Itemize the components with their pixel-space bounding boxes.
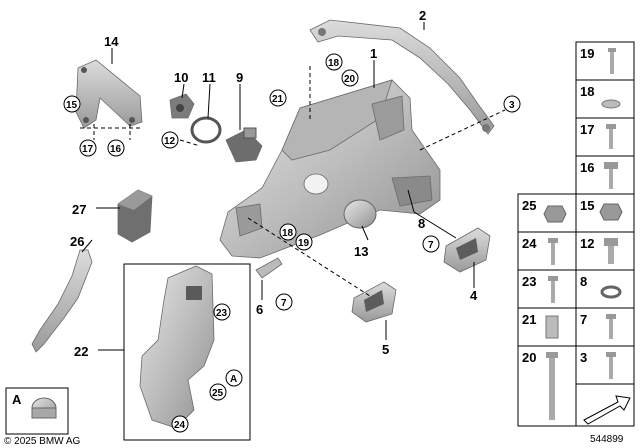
fastener-cell-18: 18	[575, 79, 635, 119]
support-arm-part	[31, 249, 93, 353]
fastener-cell-17: 17	[575, 117, 635, 157]
svg-text:25: 25	[522, 198, 536, 213]
callout-18-bottom: 18	[282, 228, 294, 239]
fastener-cell-12: 12	[575, 231, 635, 271]
copyright-text: © 2025 BMW AG	[4, 436, 81, 447]
callout-2: 2	[419, 8, 426, 23]
switch-part	[225, 127, 263, 163]
cap-part	[343, 199, 377, 229]
slide-block-5-part	[351, 281, 397, 323]
svg-text:23: 23	[522, 274, 536, 289]
fastener-cell-19: 19	[575, 41, 635, 81]
callout-15: 15	[66, 100, 78, 111]
svg-text:7: 7	[580, 312, 587, 327]
callout-26: 26	[70, 234, 84, 249]
legend-a-label: A	[12, 392, 22, 407]
legend-a-box: A	[5, 387, 69, 435]
svg-text:20: 20	[522, 350, 536, 365]
grab-handle-part	[309, 19, 495, 135]
clip-part	[255, 257, 283, 279]
callout-6: 6	[256, 302, 263, 317]
sensor-part	[169, 93, 195, 119]
leader-lines	[80, 22, 506, 351]
callout-22: 22	[74, 344, 88, 359]
slide-block-4-part	[443, 227, 491, 273]
callout-8: 8	[418, 216, 425, 231]
callout-19: 19	[298, 238, 310, 249]
fastener-cell-24: 24	[517, 231, 577, 271]
fastener-cell-7: 7	[575, 307, 635, 347]
callout-16: 16	[110, 144, 122, 155]
callouts: 1 2 3 4 5 6 7 8 7 9 10 11 12 13 14 15 16…	[63, 8, 521, 433]
svg-text:17: 17	[580, 122, 594, 137]
diagram-number: 544899	[590, 434, 624, 445]
svg-text:12: 12	[580, 236, 594, 251]
svg-text:21: 21	[522, 312, 536, 327]
svg-text:15: 15	[580, 198, 594, 213]
fastener-cell-3: 3	[575, 345, 635, 385]
callout-10: 10	[174, 70, 188, 85]
callout-1: 1	[370, 46, 377, 61]
callout-3: 3	[509, 100, 515, 111]
callout-13: 13	[354, 244, 368, 259]
callout-a: A	[230, 374, 237, 385]
callout-12: 12	[164, 136, 176, 147]
fastener-cell-21: 21	[517, 307, 577, 347]
svg-text:24: 24	[522, 236, 537, 251]
callout-14: 14	[104, 34, 119, 49]
svg-text:18: 18	[580, 84, 594, 99]
svg-text:8: 8	[580, 274, 587, 289]
callout-25: 25	[212, 388, 224, 399]
svg-text:19: 19	[580, 46, 594, 61]
fastener-grid: 19 18 17 16 15 12 8	[517, 41, 635, 427]
callout-23: 23	[216, 308, 228, 319]
callout-17: 17	[82, 144, 94, 155]
callout-11: 11	[202, 70, 216, 85]
fastener-cell-20: 20	[517, 345, 577, 427]
callout-9: 9	[236, 70, 243, 85]
fastener-cell-23: 23	[517, 269, 577, 309]
callout-18-top: 18	[328, 58, 340, 69]
fastener-cell-25: 25	[517, 193, 577, 233]
callout-24: 24	[174, 420, 186, 431]
callout-7-slide: 7	[428, 240, 434, 251]
fastener-cell-15: 15	[575, 193, 635, 233]
fastener-cell-arrow	[575, 383, 635, 427]
trim-panel-box	[123, 263, 251, 441]
rubber-block-part	[117, 189, 153, 243]
fastener-cell-8: 8	[575, 269, 635, 309]
callout-27: 27	[72, 202, 86, 217]
callout-5: 5	[382, 342, 389, 357]
callout-4: 4	[470, 288, 478, 303]
callout-20-top: 20	[344, 74, 356, 85]
svg-text:16: 16	[580, 160, 594, 175]
callout-21: 21	[272, 94, 284, 105]
svg-text:3: 3	[580, 350, 587, 365]
side-bracket-part	[75, 59, 143, 129]
fastener-cell-16: 16	[575, 155, 635, 195]
main-bracket-part	[219, 79, 441, 259]
gasket-ring-part	[190, 116, 222, 144]
callout-7-clip: 7	[281, 298, 287, 309]
